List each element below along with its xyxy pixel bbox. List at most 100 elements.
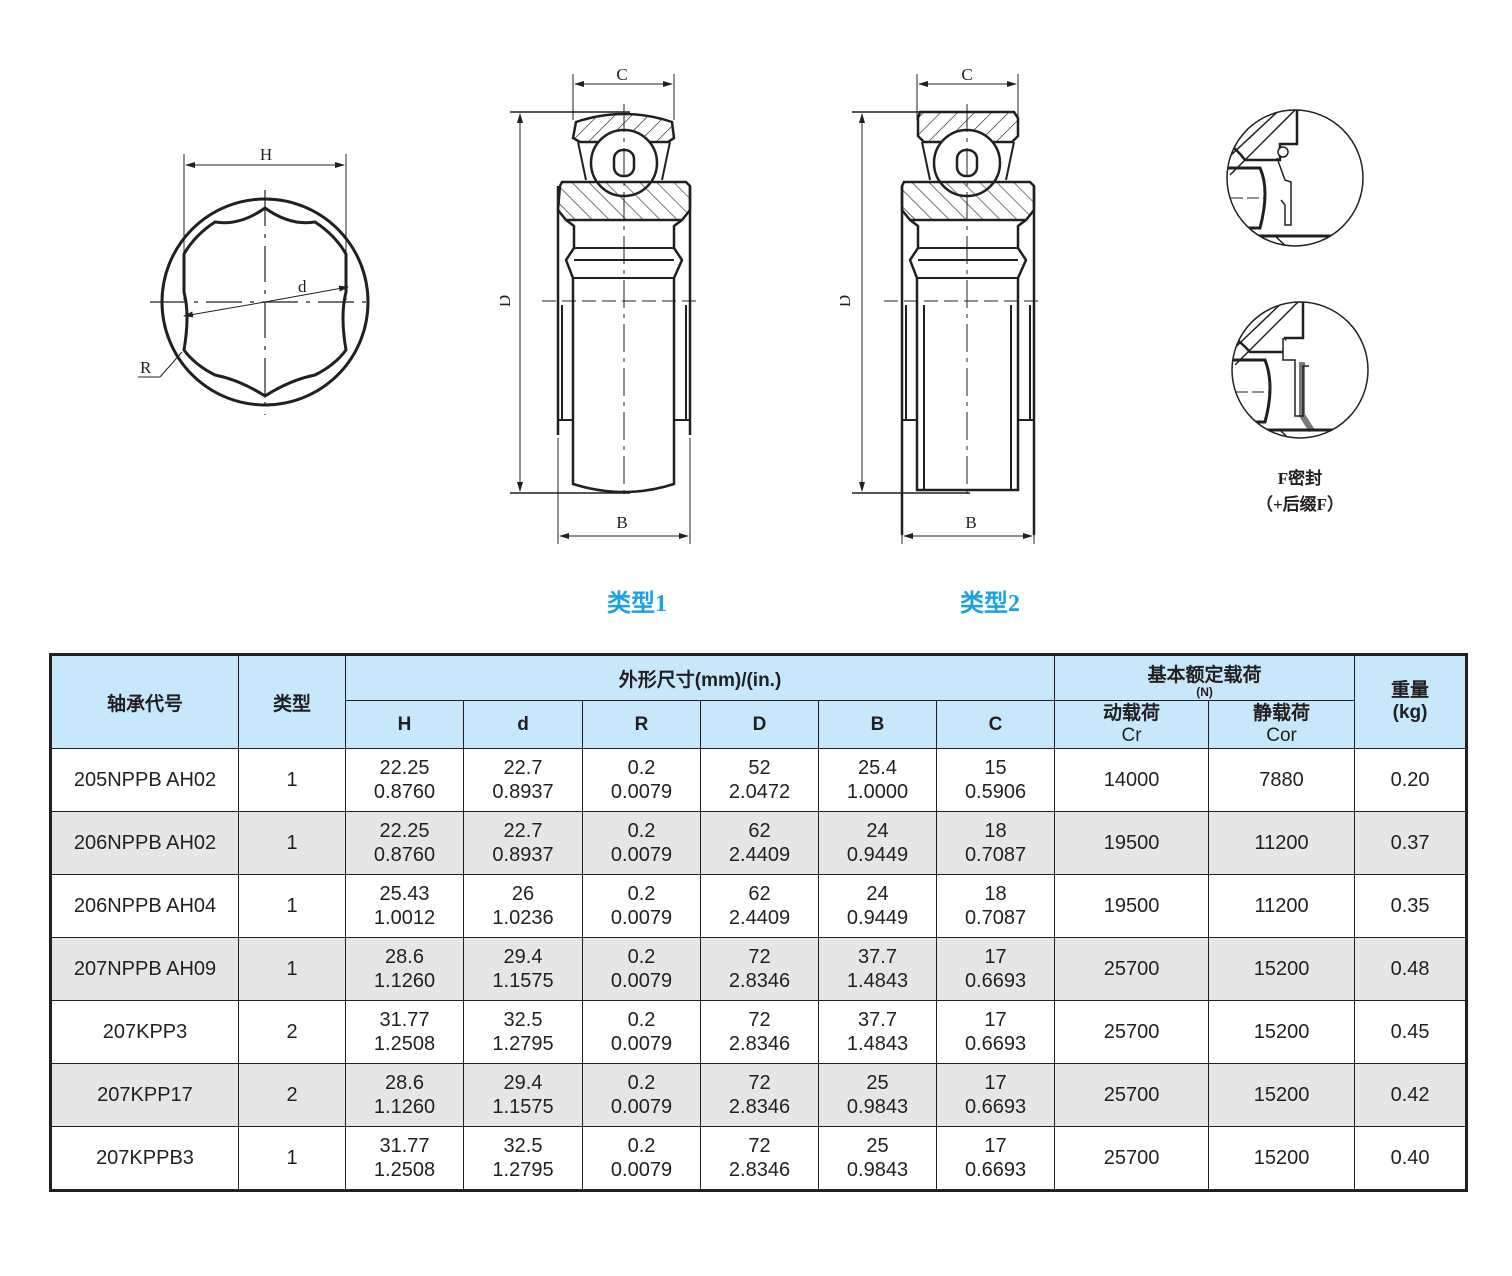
cell-B-in: 1.4843	[846, 1033, 909, 1055]
cell-d-mm: 32.5	[503, 1009, 543, 1031]
cell-D-mm: 72	[748, 1072, 771, 1094]
cell-static-load: 15200	[1208, 1063, 1356, 1127]
cell-C-mm: 17	[984, 1135, 1007, 1157]
load-rating-label: 基本额定载荷	[1147, 664, 1262, 686]
cell-bearing-code: 207KPPB3	[50, 1126, 239, 1191]
cell-H-in: 1.2508	[373, 1159, 436, 1181]
seal-detail-drawing	[1226, 109, 1369, 439]
cell-D-in: 2.8346	[728, 1159, 791, 1181]
cell-static-load: 15200	[1208, 1000, 1356, 1064]
cell-R-in: 0.0079	[610, 844, 673, 866]
cell-C-in: 0.6693	[964, 1159, 1027, 1181]
cell-B-mm: 37.7	[858, 946, 897, 968]
dim-label-B: B	[616, 513, 627, 532]
cell-C-mm: 18	[984, 820, 1007, 842]
cell-C-in: 0.6693	[964, 970, 1027, 992]
cell-d-in: 1.2795	[492, 1159, 554, 1181]
cell-d-in: 1.2795	[492, 1033, 554, 1055]
dim-label-D: D	[840, 295, 854, 307]
cell-B-mm: 24	[866, 883, 889, 905]
cell-type: 1	[238, 937, 346, 1001]
cell-d-mm: 26	[511, 883, 535, 905]
cell-H-mm: 22.25	[379, 820, 430, 842]
header-H: H	[345, 700, 464, 749]
cell-D-mm: 52	[748, 757, 771, 779]
header-load-rating: 基本额定载荷 (N)	[1054, 654, 1356, 701]
header-bearing-code: 轴承代号	[50, 654, 239, 749]
cell-dynamic-load: 19500	[1054, 811, 1210, 875]
cell-B-mm: 25	[866, 1135, 889, 1157]
header-dimensions: 外形尺寸(mm)/(in.)	[344, 654, 1056, 701]
cell-dynamic-load: 25700	[1054, 1000, 1210, 1064]
static-load-symbol: Cor	[1266, 724, 1297, 746]
cell-C-mm: 15	[984, 757, 1007, 779]
static-load-label: 静载荷	[1253, 702, 1311, 724]
cell-bearing-code: 205NPPB AH02	[50, 748, 239, 812]
front-view-drawing: H d R	[138, 145, 370, 415]
cell-weight: 0.48	[1354, 937, 1468, 1001]
cell-R-in: 0.0079	[610, 781, 673, 803]
cell-C-mm: 17	[984, 946, 1007, 968]
cell-C-mm: 17	[984, 1072, 1007, 1094]
cell-type: 2	[238, 1000, 346, 1064]
seal-caption: F密封 （+后缀F）	[1230, 466, 1370, 518]
cell-dynamic-load: 25700	[1054, 1126, 1210, 1191]
cell-B-in: 0.9449	[846, 907, 909, 929]
dim-label-d: d	[298, 277, 307, 296]
header-D: D	[700, 700, 819, 749]
cell-H-mm: 25.43	[379, 883, 430, 905]
cell-d-mm: 29.4	[503, 1072, 543, 1094]
cell-C-mm: 18	[984, 883, 1007, 905]
cell-d-in: 1.0236	[492, 907, 554, 929]
cell-D-mm: 62	[748, 820, 771, 842]
dim-label-H: H	[260, 145, 272, 164]
cell-R-in: 0.0079	[610, 907, 673, 929]
cell-D-mm: 72	[748, 946, 771, 968]
cell-type: 1	[238, 748, 346, 812]
cell-R-mm: 0.2	[627, 883, 656, 905]
cell-C-in: 0.5906	[964, 781, 1027, 803]
cell-type: 2	[238, 1063, 346, 1127]
cell-R-in: 0.0079	[610, 970, 673, 992]
cell-R-in: 0.0079	[610, 1096, 673, 1118]
cell-D-in: 2.8346	[728, 970, 791, 992]
cell-d-mm: 29.4	[503, 946, 543, 968]
seal-caption-line2: （+后缀F）	[1255, 495, 1345, 514]
cell-d-in: 1.1575	[492, 970, 554, 992]
cell-H-in: 1.0012	[373, 907, 436, 929]
cell-weight: 0.45	[1354, 1000, 1468, 1064]
cell-weight: 0.42	[1354, 1063, 1468, 1127]
cell-B-mm: 25	[866, 1072, 889, 1094]
header-weight: 重量 (kg)	[1354, 654, 1468, 749]
cell-H-mm: 22.25	[379, 757, 430, 779]
cell-C-mm: 17	[984, 1009, 1007, 1031]
cell-dynamic-load: 25700	[1054, 937, 1210, 1001]
cell-bearing-code: 207KPP17	[50, 1063, 239, 1127]
cell-static-load: 15200	[1208, 1126, 1356, 1191]
